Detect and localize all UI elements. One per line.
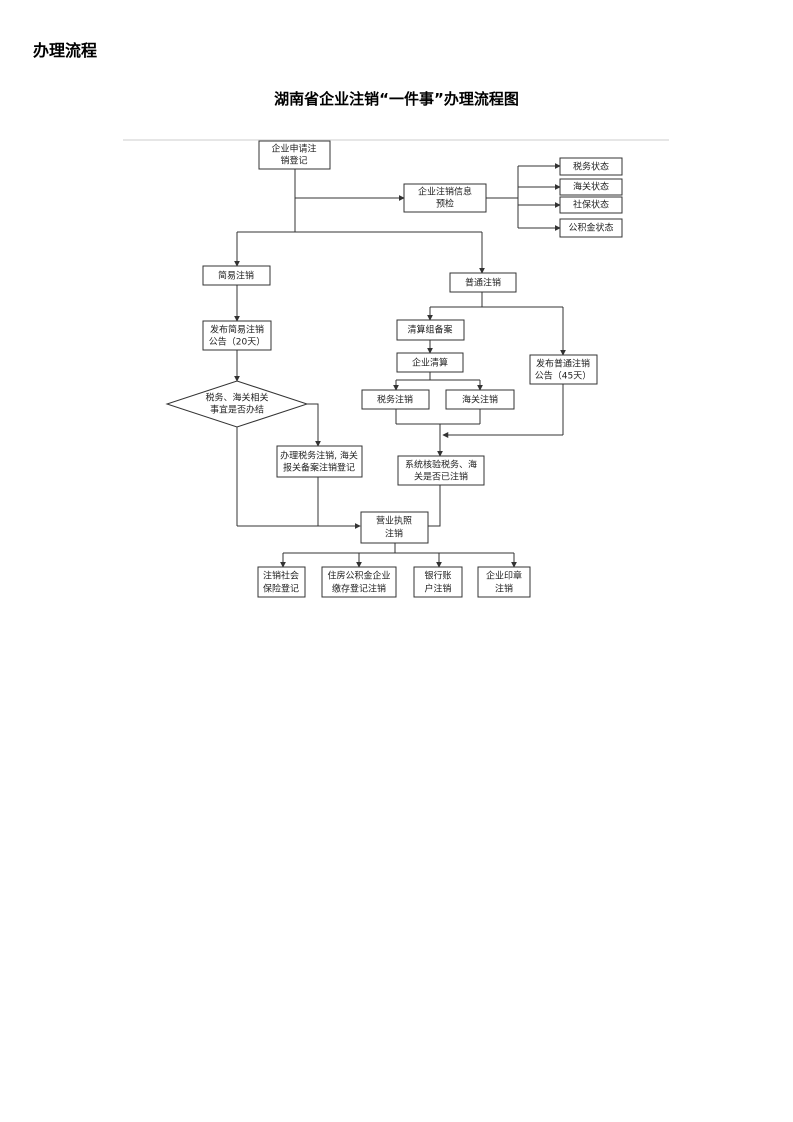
node-fund-status: 公积金状态 <box>559 218 623 238</box>
node-customs-status: 海关状态 <box>559 178 623 196</box>
node-seal-cancel: 企业印章 注销 <box>477 566 531 598</box>
node-seal-cancel-line1: 企业印章 <box>486 570 522 582</box>
node-social-status-line1: 社保状态 <box>573 199 609 211</box>
node-bank-cancel-line2: 户注销 <box>424 583 451 595</box>
node-bank-cancel: 银行账 户注销 <box>413 566 463 598</box>
diagram-title: 湖南省企业注销“一件事”办理流程图 <box>274 90 519 108</box>
node-simple-notice-line2: 公告（20天） <box>209 336 265 348</box>
node-handle-tax-line1: 办理税务注销, 海关 <box>280 450 358 462</box>
node-tax-status: 税务状态 <box>559 157 623 176</box>
node-customs-status-line1: 海关状态 <box>573 181 609 193</box>
node-apply-line1: 企业申请注 <box>271 143 316 155</box>
edges <box>234 163 566 568</box>
node-fund-cancel: 住房公积金企业 缴存登记注销 <box>321 566 397 598</box>
node-social-status: 社保状态 <box>559 196 623 214</box>
node-liquidation-line1: 企业清算 <box>412 357 448 369</box>
node-tax-status-line1: 税务状态 <box>573 161 609 173</box>
node-precheck-line2: 预检 <box>436 198 454 210</box>
node-simple: 简易注销 <box>202 265 271 286</box>
node-simple-notice: 发布简易注销 公告（20天） <box>202 320 272 351</box>
node-decision: 税务、海关相关 事宜是否办结 <box>165 380 309 428</box>
node-system-check-line2: 关是否已注销 <box>414 471 468 483</box>
section-heading: 办理流程 <box>33 41 98 60</box>
node-handle-tax: 办理税务注销, 海关 报关备案注销登记 <box>276 445 363 478</box>
node-social-cancel-line1: 注销社会 <box>263 570 299 582</box>
node-fund-status-line1: 公积金状态 <box>568 222 613 234</box>
node-simple-notice-line1: 发布简易注销 <box>210 324 264 336</box>
node-bank-cancel-line1: 银行账 <box>424 570 451 582</box>
node-liquidation-filing-line1: 清算组备案 <box>407 324 452 336</box>
node-decision-line1: 税务、海关相关 <box>205 392 268 404</box>
node-liquidation: 企业清算 <box>396 352 464 373</box>
node-social-cancel: 注销社会 保险登记 <box>257 566 306 598</box>
node-liquidation-filing: 清算组备案 <box>396 319 465 341</box>
node-social-cancel-line2: 保险登记 <box>263 583 299 595</box>
node-customs-cancel: 海关注销 <box>445 389 515 410</box>
node-apply-line2: 销登记 <box>280 155 307 167</box>
node-fund-cancel-line1: 住房公积金企业 <box>327 570 390 582</box>
node-precheck: 企业注销信息 预检 <box>403 183 487 213</box>
node-normal-notice-line2: 公告（45天） <box>535 370 591 382</box>
node-normal: 普通注销 <box>449 272 517 293</box>
node-seal-cancel-line2: 注销 <box>495 583 513 595</box>
node-normal-notice-line1: 发布普通注销 <box>536 358 590 370</box>
node-license: 营业执照 注销 <box>360 511 429 544</box>
node-tax-cancel-line1: 税务注销 <box>377 394 413 406</box>
node-handle-tax-line2: 报关备案注销登记 <box>283 462 355 474</box>
node-normal-line1: 普通注销 <box>465 277 501 289</box>
node-normal-notice: 发布普通注销 公告（45天） <box>529 354 598 385</box>
node-tax-cancel: 税务注销 <box>361 389 430 410</box>
node-decision-line2: 事宜是否办结 <box>210 404 264 416</box>
node-fund-cancel-line2: 缴存登记注销 <box>332 583 386 595</box>
node-license-line2: 注销 <box>385 528 403 540</box>
node-precheck-line1: 企业注销信息 <box>418 186 472 198</box>
node-license-line1: 营业执照 <box>376 515 412 527</box>
node-system-check: 系统核验税务、海 关是否已注销 <box>397 455 485 486</box>
edge-decision-handle <box>307 403 321 447</box>
node-customs-cancel-line1: 海关注销 <box>462 394 498 406</box>
node-simple-line1: 简易注销 <box>218 270 254 282</box>
node-system-check-line1: 系统核验税务、海 <box>405 459 477 471</box>
node-apply: 企业申请注 销登记 <box>258 140 331 170</box>
